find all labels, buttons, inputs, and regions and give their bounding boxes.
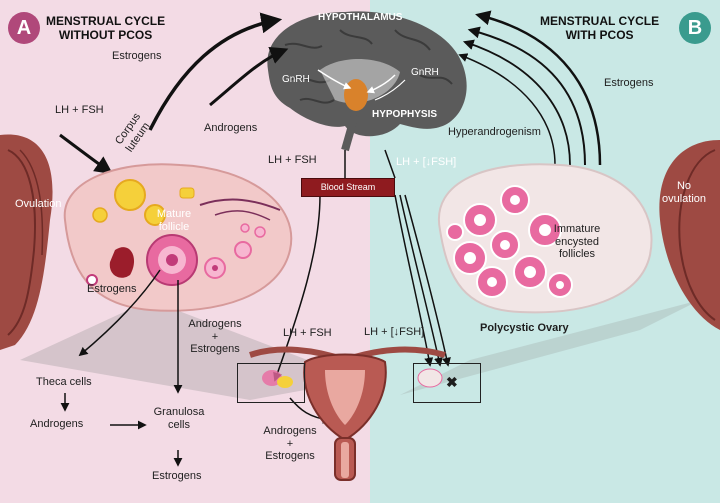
brain-icon [267,11,467,152]
no-ovulation-label-line2: ovulation [661,192,707,205]
androgens-left-label: Androgens [204,122,258,134]
androgens-estrogens-line3: Estrogens [190,343,240,356]
hyperandrogenism-label: Hyperandrogenism [448,126,541,138]
lh-fsh-left-label: LH + FSH [55,104,104,116]
blood-stream-label: Blood Stream [320,182,376,192]
panel-b-title-line2: WITH PCOS [565,28,634,43]
right-fallopian-tube [659,140,720,330]
pituitary-gland [344,79,368,111]
immature-follicles-label-line3: follicles [558,248,596,261]
immature-follicles-label-line1: Immature [553,223,601,235]
panel-b-badge: B [679,12,711,44]
gnrh-right-label: GnRH [411,67,439,78]
mature-follicle-label: Mature follicle [145,208,203,233]
hyperandrogenism-arrow-2 [458,53,556,166]
granulosa-cells-line2: cells [167,418,190,431]
right-zoom-projection [400,300,700,395]
estrogens-arrow-right-2 [467,26,586,166]
lh-fsh-uterus-left-label: LH + FSH [283,327,332,339]
hypothalamus-label: HYPOTHALAMUS [318,12,403,23]
panel-b-title: MENSTRUAL CYCLE WITH PCOS [540,14,659,43]
mature-follicle-label-line1: Mature [156,208,192,220]
normal-ovary [63,163,293,312]
polycystic-ovary [437,163,653,314]
gnrh-left-label: GnRH [282,74,310,85]
androgens-bottom-label: Androgens [30,418,84,430]
estrogens-arrow-right-1 [475,10,602,166]
mature-follicle-label-line2: follicle [158,220,190,233]
panel-a-title-line1: MENSTRUAL CYCLE [46,14,166,28]
androgens-estrogens-line1: Androgens [188,318,242,330]
uterus-output-line3: Estrogens [265,450,315,463]
immature-follicles-label: Immature encysted follicles [548,223,606,261]
estrogens-ovary-label: Estrogens [87,283,137,295]
granulosa-cells-line1: Granulosa [153,406,205,418]
uterus-output-line1: Androgens [263,425,317,437]
lh-fsh-to-uterus-arrow [273,194,321,382]
estrogens-arrow-left [148,12,283,131]
left-zoom-box [237,363,305,403]
androgens-estrogens-line2: + [211,330,219,343]
androgens-arrow-left [209,46,289,107]
panel-b-title-line1: MENSTRUAL CYCLE [540,14,660,28]
blocked-ovulation-icon: ✖ [446,374,458,390]
ovulation-label: Ovulation [15,198,62,210]
uterus-output-line2: + [286,437,294,450]
polycystic-ovary-label: Polycystic Ovary [480,322,569,334]
left-fallopian-tube [0,134,53,350]
hyperandrogenism-arrow-1 [462,39,571,166]
hypophysis-label: HYPOPHYSIS [372,109,438,120]
ruptured-follicle-icon [109,247,135,278]
lh-fsh-arrow-left [59,133,113,175]
granulosa-cells-label: Granulosa cells [148,406,210,431]
lh-fsh-uterus-right-label: LH + [↓FSH] [364,326,425,338]
panel-a-badge: A [8,12,40,44]
panel-a-title: MENSTRUAL CYCLE WITHOUT PCOS [46,14,165,43]
androgens-estrogens-label: Androgens + Estrogens [182,318,248,356]
lh-fsh-center-label: LH + FSH [268,154,317,166]
estrogens-bottom-label: Estrogens [152,470,202,482]
estrogens-top-right-label: Estrogens [604,77,654,89]
lh-fsh-right-label: LH + [↓FSH] [396,156,457,168]
no-ovulation-label: No ovulation [655,180,713,205]
panel-a-title-line2: WITHOUT PCOS [58,28,153,43]
uterus-icon [249,346,446,481]
right-zoom-box [413,363,481,403]
immature-follicles-label-line2: encysted [554,235,600,248]
ovum-icon [86,274,98,286]
blood-stream-box: Blood Stream [301,178,395,197]
corpus-luteum-icon [114,179,146,211]
theca-cells-label: Theca cells [36,376,92,388]
estrogens-top-left-label: Estrogens [112,50,162,62]
uterus-output-label: Androgens + Estrogens [257,425,323,463]
no-ovulation-label-line1: No [676,180,692,192]
